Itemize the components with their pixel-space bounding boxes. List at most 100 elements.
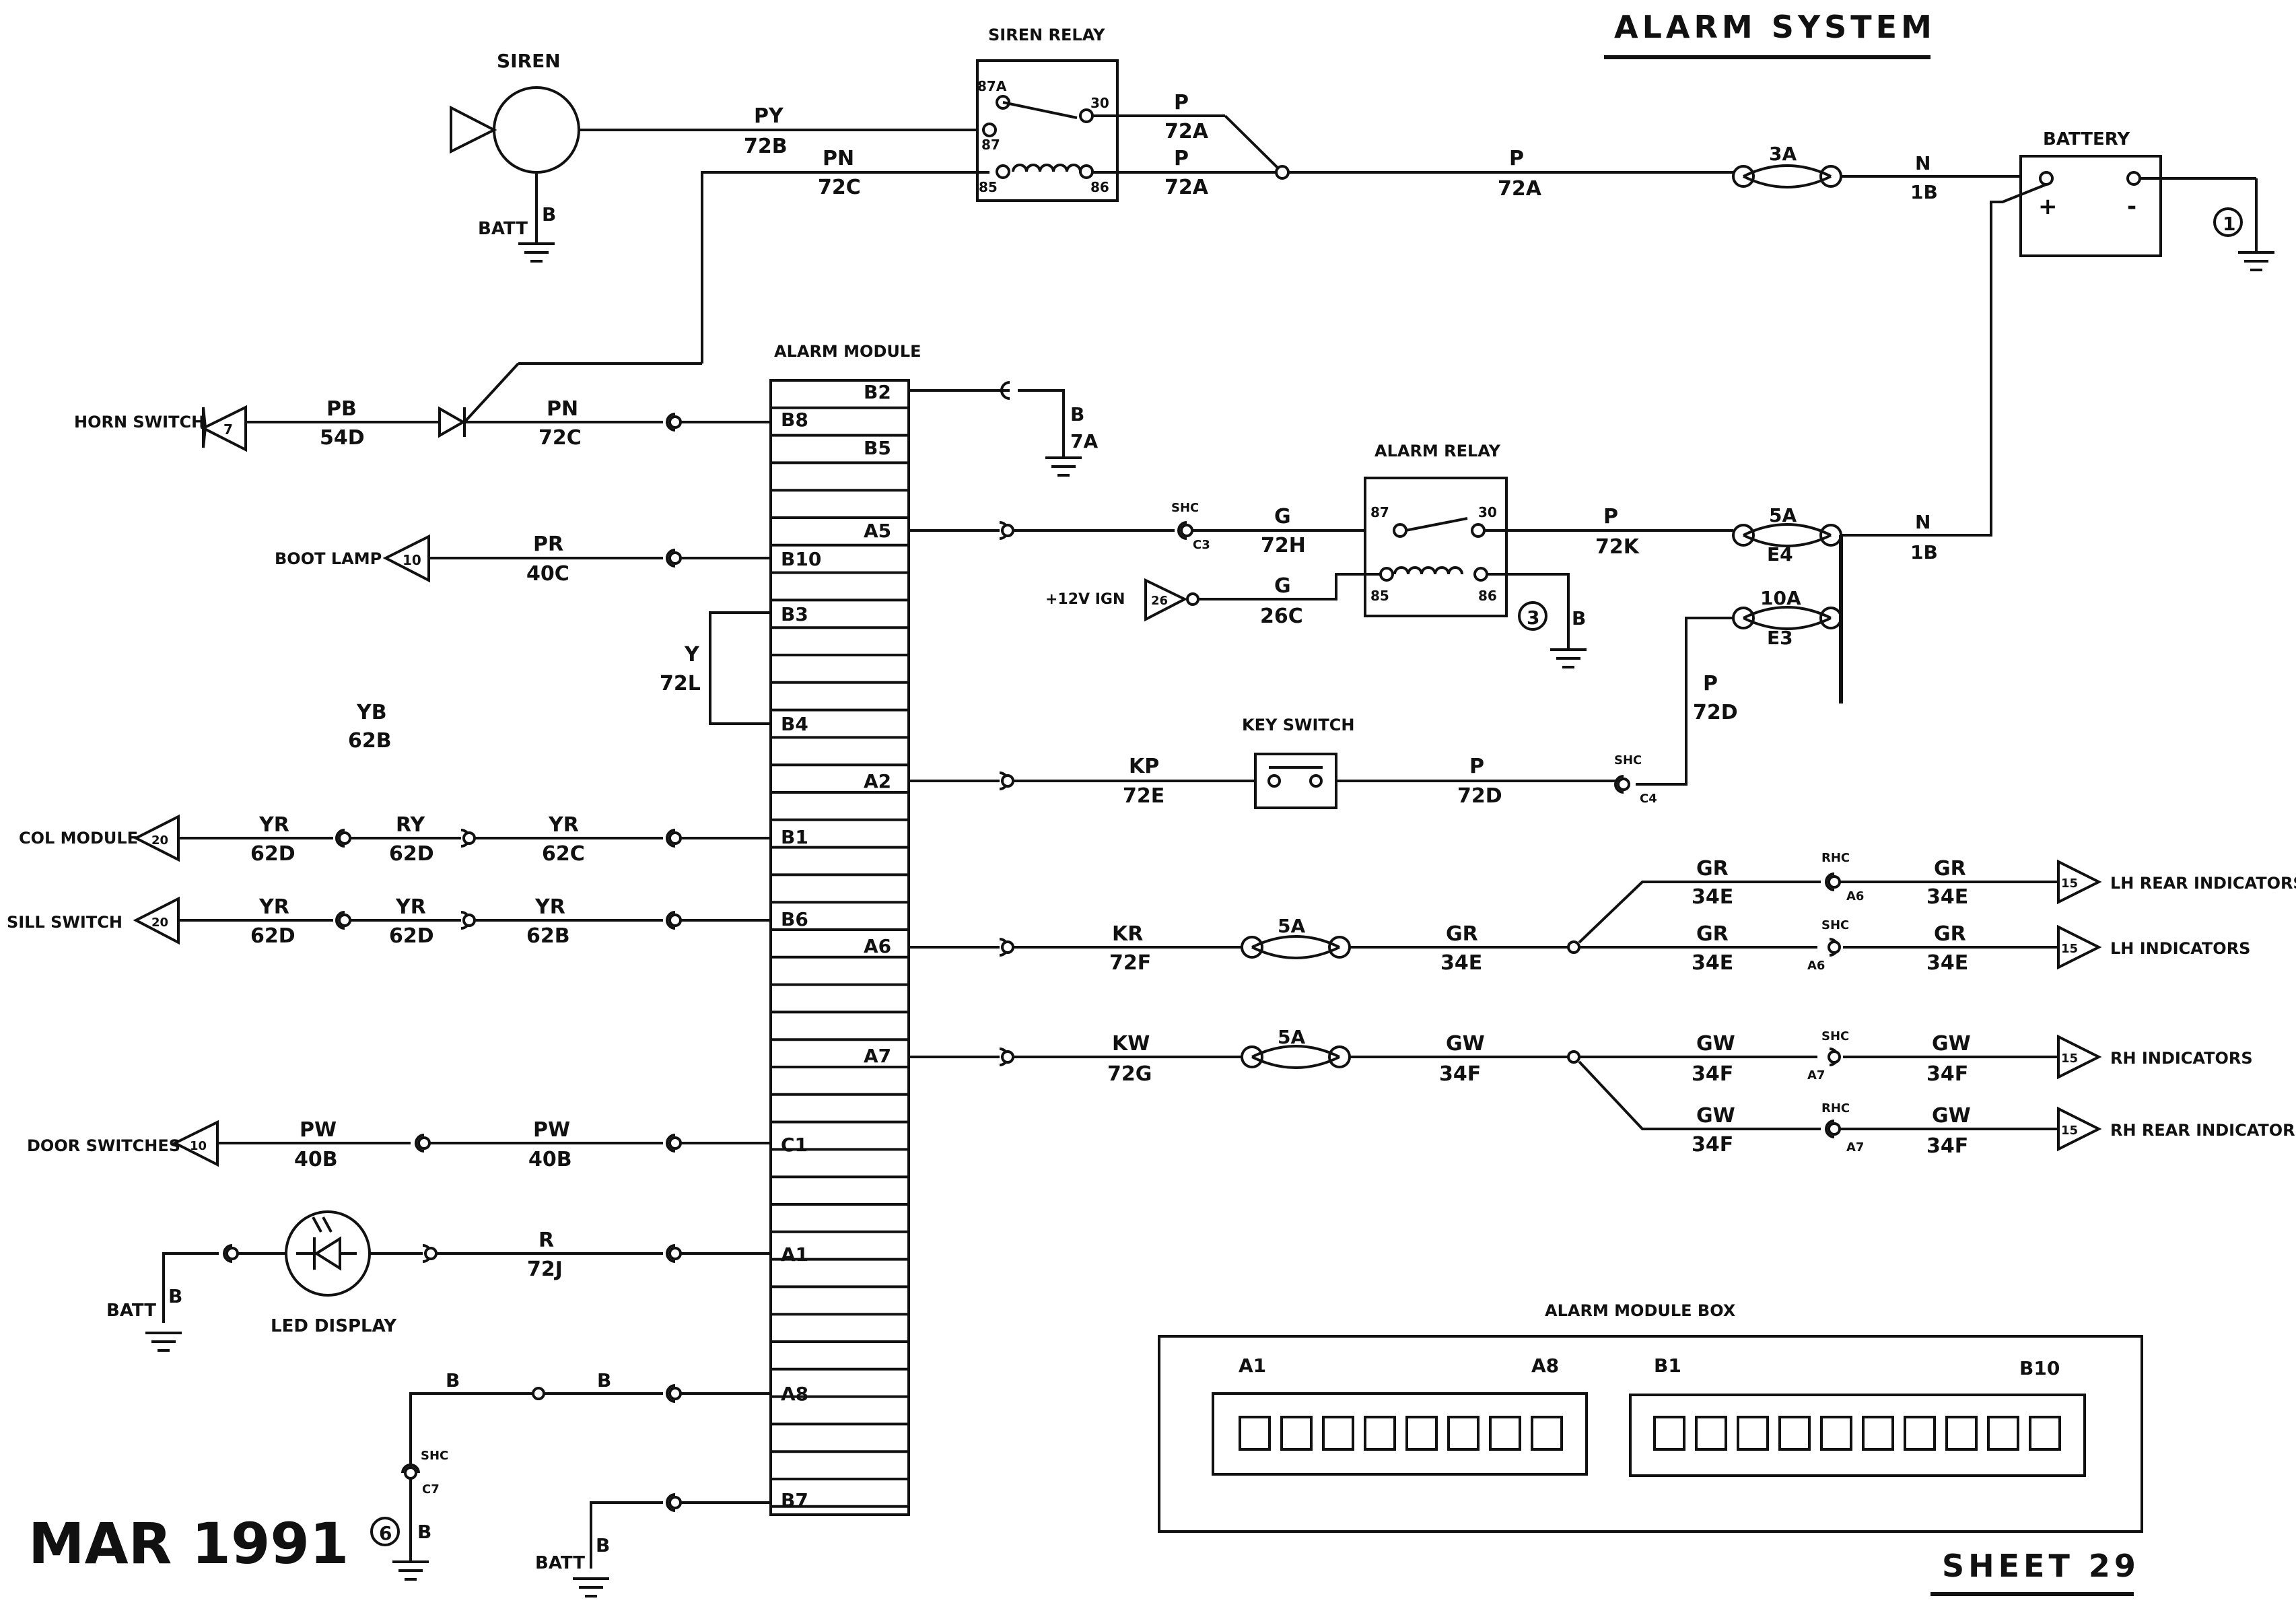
relay-contact xyxy=(1002,101,1078,119)
wire-number: 34E xyxy=(1692,951,1733,975)
wire-b-b7 xyxy=(590,1501,663,1569)
wire-number: 1B xyxy=(1910,181,1938,203)
connector-pin xyxy=(1001,774,1014,788)
wire-number: 72J xyxy=(527,1258,563,1281)
connector-slot xyxy=(1904,1416,1936,1451)
wire-number: 62B xyxy=(526,924,570,948)
module-pin-b1: B1 xyxy=(781,826,808,848)
battery-positive-terminal xyxy=(2039,171,2054,186)
siren-batt-label: BATT xyxy=(478,219,528,239)
connector-plug xyxy=(1000,381,1010,400)
connector-plug xyxy=(666,829,676,848)
fuse-10a-e3 xyxy=(1732,606,1842,630)
splice-id: A6 xyxy=(1807,959,1825,973)
wire-label: P xyxy=(1174,147,1189,170)
ign-connector xyxy=(1144,578,1188,622)
connector-pin xyxy=(668,831,682,845)
module-pin-a7: A7 xyxy=(864,1045,891,1067)
module-pin-c1: C1 xyxy=(781,1134,808,1156)
batt-label: BATT xyxy=(535,1553,585,1573)
ground-ref-6 xyxy=(370,1517,400,1546)
connector-pin xyxy=(1001,524,1014,537)
relay-pin: 30 xyxy=(1478,504,1497,520)
connector-plug xyxy=(666,1384,676,1403)
wire-number: 72L xyxy=(660,672,701,695)
module-pin-a2: A2 xyxy=(864,770,891,792)
module-pin-b10: B10 xyxy=(781,548,821,570)
connector-pin xyxy=(404,1466,417,1480)
alarm-module-label: ALARM MODULE xyxy=(774,342,921,361)
switch-contact xyxy=(1267,774,1281,788)
ground-symbol xyxy=(392,1560,429,1581)
wire-label: B xyxy=(596,1534,610,1556)
splice-type: SHC xyxy=(1821,918,1849,932)
wire-number: 40B xyxy=(528,1148,572,1171)
connector-plug xyxy=(415,1134,425,1153)
siren-relay-label: SIREN RELAY xyxy=(988,26,1105,44)
wire-number: 54D xyxy=(320,426,365,450)
wire-number: 72C xyxy=(538,426,582,450)
wire-label: PN xyxy=(547,397,578,421)
sheet-number: SHEET 29 xyxy=(1942,1548,2140,1584)
fuse-3a xyxy=(1732,164,1842,188)
connector-pin xyxy=(668,1247,682,1260)
lh-indicators-label: LH INDICATORS xyxy=(2110,939,2250,958)
connector-slot xyxy=(1322,1416,1354,1451)
connector-plug xyxy=(666,1134,676,1153)
wire-label: B xyxy=(1572,607,1586,629)
wire-label: B xyxy=(446,1369,460,1391)
ground-symbol xyxy=(1550,648,1587,668)
splice-connector-c7 xyxy=(401,1464,420,1474)
connector-pin xyxy=(462,914,476,927)
connector-slot xyxy=(1778,1416,1811,1451)
lh-rear-connector xyxy=(2057,859,2102,905)
wire-number: 34F xyxy=(1692,1133,1733,1157)
wire-number: 62D xyxy=(389,842,434,866)
wire-label: GW xyxy=(1932,1032,1971,1056)
rh-rear-connector xyxy=(2057,1106,2102,1152)
module-pin-a5: A5 xyxy=(864,520,891,542)
relay-pin: 86 xyxy=(1090,179,1109,195)
wire-label: YR xyxy=(548,813,579,837)
wire-number: 34E xyxy=(1926,885,1968,909)
splice-connector-a6-rear xyxy=(1825,872,1835,891)
connector-pin xyxy=(1001,940,1014,954)
ground-ref-number: 1 xyxy=(2223,213,2235,235)
wire-number: 72D xyxy=(1457,784,1502,808)
connector-pin xyxy=(1617,778,1630,791)
splice-connector-c4 xyxy=(1614,775,1624,794)
splice-type: SHC xyxy=(1821,1029,1849,1043)
relay-pin: 87 xyxy=(1370,504,1389,520)
wire-number: 34F xyxy=(1439,1062,1481,1086)
connector-number: 26 xyxy=(1151,594,1168,608)
connector-a-slots xyxy=(1239,1416,1563,1451)
relay-pin: 87A xyxy=(977,78,1007,94)
batt-label: BATT xyxy=(106,1301,156,1321)
wire-number: 62B xyxy=(348,729,392,753)
wire-pn-72c-top xyxy=(701,171,989,364)
wire-label: B xyxy=(597,1369,611,1391)
splice-node xyxy=(532,1387,545,1400)
wire-label: Y xyxy=(684,643,700,666)
battery-label: BATTERY xyxy=(2043,129,2130,149)
wire-b-7a xyxy=(1018,389,1065,458)
wire-number: 34F xyxy=(1926,1062,1968,1086)
module-pin-b6: B6 xyxy=(781,908,808,930)
wire-label: PY xyxy=(754,104,784,128)
wire-number: 34E xyxy=(1440,951,1482,975)
relay-contact xyxy=(1405,517,1468,532)
splice-connector-a7-rear xyxy=(1825,1120,1835,1138)
fuse-id: E4 xyxy=(1767,543,1793,565)
wire-number: 72D xyxy=(1693,701,1738,724)
rh-rear-indicators-label: RH REAR INDICATORS xyxy=(2110,1121,2296,1140)
wire-number: 62D xyxy=(389,924,434,948)
wire-jog xyxy=(1224,114,1284,174)
wire-number: 72C xyxy=(818,176,861,199)
key-switch-label: KEY SWITCH xyxy=(1242,716,1354,734)
wire-number: 72G xyxy=(1107,1062,1152,1086)
connector-plug xyxy=(335,829,345,848)
box-label-a8: A8 xyxy=(1531,1354,1559,1377)
relay-pin: 86 xyxy=(1478,588,1497,604)
